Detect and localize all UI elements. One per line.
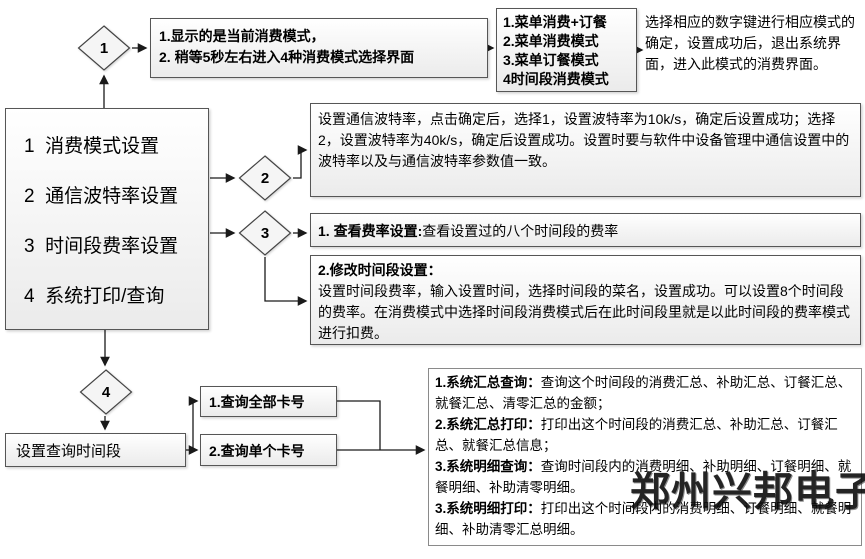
view-rate-label: 1. 查看费率设置: bbox=[318, 223, 423, 239]
mode-option-1: 1.菜单消费+订餐 bbox=[503, 14, 607, 30]
decision-node-1: 1 bbox=[77, 25, 131, 71]
detail-item-4-text: 打印出这个时间段内的消费明细、订餐明细、就餐明细、补助清零汇总明细。 bbox=[435, 501, 852, 537]
detail-item-3-text: 查询时间段内的消费明细、补助明细、订餐明细、就餐明细、补助清零明细。 bbox=[435, 459, 852, 495]
mode-option-2: 2.菜单消费模式 bbox=[503, 33, 599, 49]
view-rate-text: 查看设置过的八个时间段的费率 bbox=[422, 223, 619, 239]
current-mode-line-1: 1.显示的是当前消费模式， bbox=[159, 28, 325, 44]
detail-item-1-label: 1.系统汇总查询： bbox=[435, 375, 541, 390]
menu-item-consume-mode: 1 消费模式设置 bbox=[24, 135, 160, 157]
detail-item-2: 2.系统汇总打印：打印出这个时间段的消费汇总、补助汇总、订餐汇总、就餐汇总信息； bbox=[435, 414, 855, 456]
query-period-box: 设置查询时间段 bbox=[5, 433, 186, 467]
mode-option-3: 3.菜单订餐模式 bbox=[503, 52, 599, 68]
current-mode-display-box: 1.显示的是当前消费模式， 2. 稍等5秒左右进入4种消费模式选择界面 bbox=[150, 18, 488, 78]
view-rate-box: 1. 查看费率设置:查看设置过的八个时间段的费率 bbox=[310, 213, 861, 247]
mode-option-4: 4时间段消费模式 bbox=[503, 71, 609, 87]
decision-node-2-label: 2 bbox=[260, 169, 270, 187]
decision-node-2: 2 bbox=[238, 155, 292, 201]
decision-node-4: 4 bbox=[79, 369, 133, 415]
query-all-cards-box: 1.查询全部卡号 bbox=[200, 386, 337, 417]
decision-node-4-label: 4 bbox=[101, 383, 111, 401]
decision-node-1-label: 1 bbox=[99, 39, 109, 57]
main-menu-box: 1 消费模式设置 2 通信波特率设置 3 时间段费率设置 4 系统打印/查询 bbox=[5, 108, 209, 330]
detail-item-1-text: 查询这个时间段的消费汇总、补助汇总、订餐汇总、就餐汇总、清零汇总的金额； bbox=[435, 375, 852, 411]
system-query-detail-box: 1.系统汇总查询：查询这个时间段的消费汇总、补助汇总、订餐汇总、就餐汇总、清零汇… bbox=[428, 368, 862, 546]
menu-item-time-rate: 3 时间段费率设置 bbox=[24, 235, 179, 257]
detail-item-1: 1.系统汇总查询：查询这个时间段的消费汇总、补助汇总、订餐汇总、就餐汇总、清零汇… bbox=[435, 372, 855, 414]
diamond-shape bbox=[238, 210, 292, 256]
decision-node-3-label: 3 bbox=[260, 224, 270, 242]
detail-item-2-text: 打印出这个时间段的消费汇总、补助汇总、订餐汇总、就餐汇总信息； bbox=[435, 417, 838, 453]
diamond-shape bbox=[238, 155, 292, 201]
current-mode-line-2: 2. 稍等5秒左右进入4种消费模式选择界面 bbox=[159, 49, 415, 65]
modify-rate-text: 设置时间段费率，输入设置时间，选择时间段的菜名，设置成功。可以设置8个时间段的费… bbox=[318, 283, 850, 341]
diamond-shape bbox=[79, 369, 133, 415]
watermark-text: 郑州兴邦电子 bbox=[630, 470, 865, 514]
decision-node-3: 3 bbox=[238, 210, 292, 256]
modify-rate-label: 2.修改时间段设置： bbox=[318, 262, 442, 278]
detail-item-4: 3.系统明细打印：打印出这个时间段内的消费明细、订餐明细、就餐明细、补助清零汇总… bbox=[435, 498, 855, 540]
baud-rate-desc-box: 设置通信波特率，点击确定后，选择1，设置波特率为10k/s，确定后设置成功；选择… bbox=[310, 103, 861, 197]
diamond-shape bbox=[77, 25, 131, 71]
mode-select-list-box: 1.菜单消费+订餐 2.菜单消费模式 3.菜单订餐模式 4时间段消费模式 bbox=[496, 8, 637, 92]
detail-item-3: 3.系统明细查询：查询时间段内的消费明细、补助明细、订餐明细、就餐明细、补助清零… bbox=[435, 456, 855, 498]
detail-item-3-label: 3.系统明细查询： bbox=[435, 459, 541, 474]
menu-item-baud-rate: 2 通信波特率设置 bbox=[24, 185, 179, 207]
menu-item-print-query: 4 系统打印/查询 bbox=[24, 285, 165, 307]
detail-item-4-label: 3.系统明细打印： bbox=[435, 501, 541, 516]
modify-rate-box: 2.修改时间段设置： 设置时间段费率，输入设置时间，选择时间段的菜名，设置成功。… bbox=[310, 255, 861, 345]
mode-select-note: 选择相应的数字键进行相应模式的确定，设置成功后，退出系统界面，进入此模式的消费界… bbox=[645, 14, 855, 72]
detail-item-2-label: 2.系统汇总打印： bbox=[435, 417, 541, 432]
query-single-card-box: 2.查询单个卡号 bbox=[200, 434, 337, 466]
